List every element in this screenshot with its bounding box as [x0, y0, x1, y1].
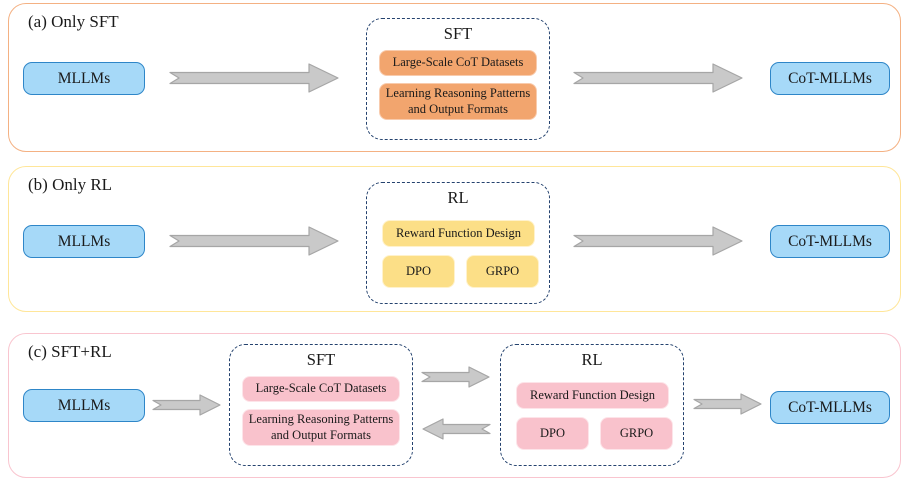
chip-large-scale-cot-datasets: Large-Scale CoT Datasets — [242, 376, 400, 402]
mllms-box: MLLMs — [23, 62, 145, 95]
flow-arrow-right-icon — [421, 366, 490, 388]
sft-group: SFT Large-Scale CoT Datasets Learning Re… — [229, 344, 413, 466]
chip-large-scale-cot-datasets: Large-Scale CoT Datasets — [379, 50, 537, 76]
flow-arrow-right-icon — [169, 63, 339, 93]
panel-label: (a) Only SFT — [28, 12, 119, 31]
sft-group: SFT Large-Scale CoT Datasets Learning Re… — [366, 18, 550, 140]
flow-arrow-right-icon — [573, 63, 743, 93]
chip-grpo: GRPO — [466, 255, 539, 288]
flow-arrow-right-icon — [573, 226, 743, 256]
chip-dpo: DPO — [382, 255, 455, 288]
panel-label: (b) Only RL — [28, 175, 113, 194]
mllms-label: MLLMs — [57, 396, 111, 414]
chip-learning-reasoning-patterns: Learning Reasoning Patterns and Output F… — [242, 409, 400, 446]
mllms-label: MLLMs — [57, 232, 111, 250]
panel-only-rl: (b) Only RL MLLMs RL Reward Function Des… — [8, 166, 901, 312]
panel-label: (c) SFT+RL — [28, 342, 112, 361]
group-title: SFT — [306, 350, 336, 369]
chip-reward-function-design: Reward Function Design — [382, 220, 535, 247]
cot-mllms-box: CoT-MLLMs — [770, 225, 890, 258]
chip-dpo: DPO — [516, 417, 589, 450]
group-title: SFT — [443, 24, 473, 43]
mllms-label: MLLMs — [57, 69, 111, 87]
chip-learning-reasoning-patterns: Learning Reasoning Patterns and Output F… — [379, 83, 537, 120]
cot-mllms-box: CoT-MLLMs — [770, 62, 890, 95]
flow-arrow-left-icon — [422, 418, 491, 440]
panel-only-sft: (a) Only SFT MLLMs SFT Large-Scale CoT D… — [8, 3, 901, 152]
group-title: RL — [447, 188, 469, 207]
cot-mllms-label: CoT-MLLMs — [788, 69, 872, 87]
mllms-box: MLLMs — [23, 389, 145, 422]
panel-sft-plus-rl: (c) SFT+RL MLLMs SFT Large-Scale CoT Dat… — [8, 333, 901, 478]
rl-group: RL Reward Function Design DPO GRPO — [366, 182, 550, 304]
cot-mllms-box: CoT-MLLMs — [770, 391, 890, 424]
flow-arrow-right-icon — [693, 393, 762, 415]
chip-grpo: GRPO — [600, 417, 673, 450]
group-title: RL — [581, 350, 603, 369]
cot-mllms-label: CoT-MLLMs — [788, 232, 872, 250]
flow-arrow-right-icon — [169, 226, 339, 256]
chip-reward-function-design: Reward Function Design — [516, 382, 669, 409]
cot-mllms-label: CoT-MLLMs — [788, 398, 872, 416]
rl-group: RL Reward Function Design DPO GRPO — [500, 344, 684, 466]
flow-arrow-right-icon — [152, 394, 221, 416]
mllms-box: MLLMs — [23, 225, 145, 258]
